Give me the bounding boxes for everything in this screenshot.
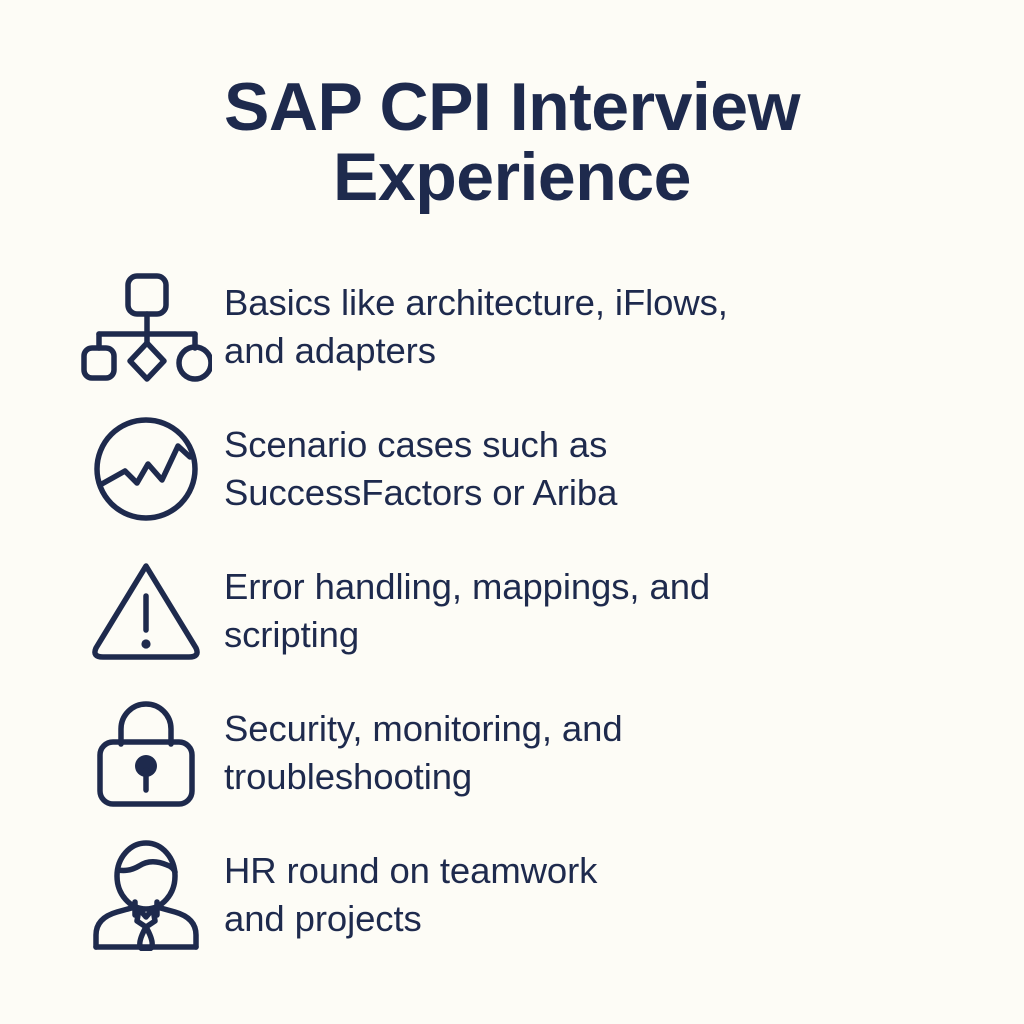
lock-icon	[72, 695, 220, 811]
list-item: Basics like architecture, iFlows, and ad…	[72, 256, 984, 398]
title-block: SAP CPI Interview Experience	[0, 0, 1024, 212]
circle-chart-icon	[72, 411, 220, 527]
warning-triangle-icon	[72, 553, 220, 669]
page-title: SAP CPI Interview Experience	[223, 69, 801, 216]
list-item: Scenario cases such as SuccessFactors or…	[72, 398, 984, 540]
list-item-label: Security, monitoring, and troubleshootin…	[224, 707, 623, 798]
feature-list: Basics like architecture, iFlows, and ad…	[0, 256, 1024, 966]
list-item: Security, monitoring, and troubleshootin…	[72, 682, 984, 824]
list-item: Error handling, mappings, and scripting	[72, 540, 984, 682]
list-item: HR round on teamwork and projects	[72, 824, 984, 966]
business-person-icon	[72, 837, 220, 953]
list-item-label: Basics like architecture, iFlows, and ad…	[224, 281, 728, 372]
list-item-label: HR round on teamwork and projects	[224, 849, 598, 940]
list-item-label: Error handling, mappings, and scripting	[224, 565, 711, 656]
list-item-label: Scenario cases such as SuccessFactors or…	[224, 423, 618, 514]
hierarchy-diagram-icon	[72, 269, 220, 385]
